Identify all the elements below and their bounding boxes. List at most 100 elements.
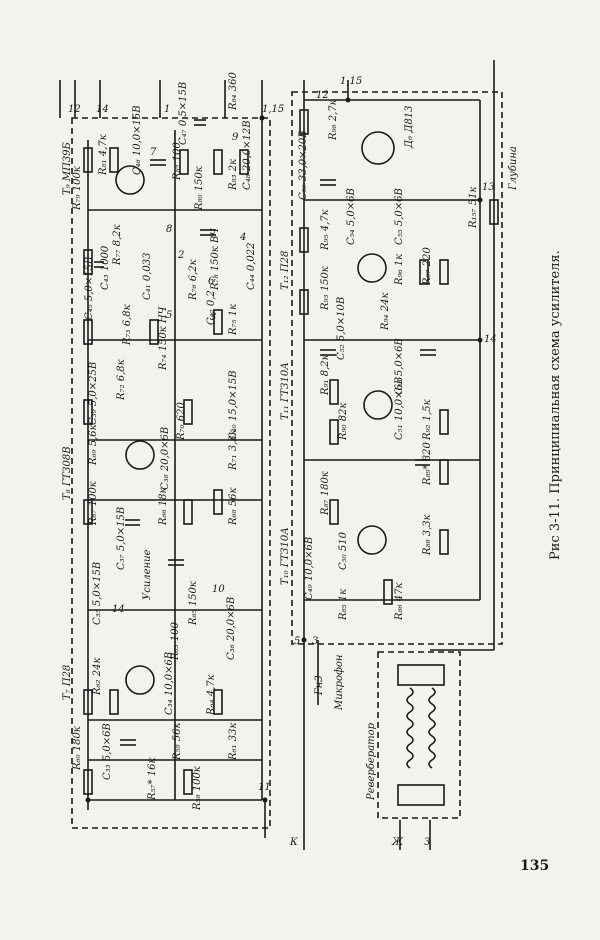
label-d6: Д₆ Д813 — [404, 105, 415, 149]
label-c34: C₃₄ 10,0×6В — [164, 652, 175, 715]
label-r77: R₇₇ 8,2к — [112, 224, 123, 266]
label-n8: 8 — [166, 224, 172, 235]
label-c56: C₅₆ 33,0×20В — [298, 130, 309, 200]
label-n12b: 12 — [316, 90, 329, 101]
label-r93: R₉₃ 150к — [320, 266, 331, 311]
module-a-outline — [71, 117, 271, 829]
label-c41: C₄₁ 0,033 — [142, 253, 153, 300]
label-c43: C₄₃ 1000 — [100, 245, 111, 290]
label-t7: T₇ П28 — [62, 665, 73, 700]
label-r81: R₈₁ 4,7к — [98, 134, 109, 176]
label-r59: R₅₉ 56к — [172, 723, 183, 761]
label-r65: R₆₅ 150к — [188, 581, 199, 626]
label-n4: 4 — [239, 232, 246, 243]
label-c40: C₄₀ 15,0×15В — [228, 370, 239, 440]
label-c49: C₄₉ 10,0×6В — [304, 537, 315, 600]
label-r57: R₅₇* 16к — [147, 758, 158, 801]
label-n11: 11 — [258, 782, 271, 793]
label-r76: R₇₆ 6,2к — [188, 259, 199, 301]
label-r88: R₈₈ 3,3к — [422, 514, 433, 556]
label-n9: 9 — [232, 132, 239, 143]
label-t8: T₈ ГТ308В — [62, 446, 73, 500]
label-r82: R₈₂ 100 — [172, 142, 183, 181]
label-c37: C₃₇ 5,0×15В — [116, 507, 127, 570]
label-c47: C₄₇ 0,5×15В — [178, 82, 189, 145]
label-n5b: 5 — [294, 636, 300, 647]
label-t11: T₁₁ ГТ310А — [280, 362, 291, 420]
label-t10: T₁₀ ГТ310А — [280, 527, 291, 585]
transistor-t11 — [363, 390, 393, 420]
label-c54: C₅₄ 5,0×6В — [346, 188, 357, 245]
label-n14c: 14 — [112, 604, 125, 615]
label-r97: R₉₇ 220 — [422, 247, 433, 286]
label-r58: R₅₈ 100к — [192, 766, 203, 811]
transistor-t9 — [115, 165, 145, 195]
label-r63: R₆₃ 100 — [170, 622, 181, 661]
label-r94: R₉₄ 24к — [380, 293, 391, 331]
label-n3b: 3 — [312, 636, 318, 647]
label-c45: C₄₅ 5,0×15В — [84, 257, 95, 320]
transistor-t10 — [357, 525, 387, 555]
label-reverberator: Ревербератор — [366, 722, 377, 801]
label-nk: К — [289, 837, 298, 848]
label-n14: 14 — [96, 104, 109, 115]
label-n5: 5 — [166, 310, 172, 321]
label-microphone: Микрофон — [334, 654, 345, 711]
label-r70: R₇₀ 620 — [176, 402, 187, 441]
label-r66: R₆₆ 18к — [158, 488, 169, 526]
label-usilenie: Усиление — [142, 549, 153, 600]
label-n12: 12 — [68, 104, 81, 115]
page-number: 135 — [520, 858, 550, 874]
label-r80: R₈₀ 150к — [194, 166, 205, 211]
label-r72: R₇₂ 6,8к — [116, 359, 127, 401]
label-r85: R₈₅ 1к — [338, 589, 349, 621]
label-c52: C₅₂ 5,0×10В — [336, 297, 347, 360]
label-n7: 7 — [150, 147, 157, 158]
label-r73: R₇₃ 6,8к — [122, 304, 133, 346]
label-r62: R₆₂ 24к — [92, 658, 103, 696]
label-microphone-jack: Гн3 — [314, 675, 325, 696]
label-n10: 10 — [212, 584, 225, 595]
label-r83: R₈₃ 2к — [228, 159, 239, 191]
label-r67: R₆₇ 100к — [88, 481, 99, 526]
label-r157: R₁₅₇ 51к — [468, 187, 479, 229]
label-r61: R₆₁ 33к — [228, 723, 239, 761]
label-r74: R₇₄ 150к НЧ — [158, 306, 169, 371]
label-c55: C₅₅ 5,0×6В — [394, 188, 405, 245]
label-r91: R₉₁ 8,2к — [320, 354, 331, 396]
label-c42: C₄₂ 0,2 — [206, 290, 217, 325]
label-n13: 13 — [482, 182, 495, 193]
label-c50: C₅₀ 510 — [338, 531, 349, 570]
label-r71: R₇₁ 3,3к — [228, 429, 239, 471]
label-r86: R₈₆ 47к — [394, 583, 405, 621]
label-c48: C₄₈ 20,0×12В — [242, 120, 253, 190]
label-c38: C₃₈ 20,0×6В — [160, 427, 171, 490]
reverberator-outline — [377, 651, 461, 819]
label-r68: R₆₈ 56к — [228, 488, 239, 526]
label-r60: R₆₀ 180к — [72, 726, 83, 771]
label-r90: R₉₀ 82к — [338, 403, 349, 441]
figure-caption: Рис 3-11. Принципиальная схема усилителя… — [548, 250, 563, 560]
label-c53: C₅₃ 5,0×6В — [394, 338, 405, 395]
label-r89: R₈₉* 820 — [422, 442, 433, 486]
label-c39: C₃₉ 5,0×25В — [88, 362, 99, 425]
label-c36: C₃₆ 20,0×6В — [226, 597, 237, 660]
label-c46: C₄₆ 10,0×15В — [132, 105, 143, 175]
label-n15b: 1,15 — [340, 76, 362, 87]
label-r92: R₉₂ 1,5к — [422, 399, 433, 441]
label-r87: R₈₇ 180к — [320, 471, 331, 516]
label-t9: T₉ МП39Б — [62, 141, 73, 195]
label-r84: R₈₄ 360 — [228, 72, 239, 111]
label-r98: R₉₈ 2,7к — [328, 99, 339, 141]
label-nz: З — [424, 837, 430, 848]
label-r78: R₇₈ 150к ВЧ — [210, 228, 221, 291]
transistor-t8 — [125, 440, 155, 470]
label-c51: C₅₁ 10,0×6В — [394, 377, 405, 440]
label-r95: R₉₅ 4,7к — [320, 209, 331, 251]
label-r64: R₆₄ 4,7к — [206, 674, 217, 716]
label-nzh: Ж — [391, 837, 404, 848]
label-r69: R₆₉ 5,6к — [88, 424, 99, 466]
label-n1: 1 — [164, 104, 170, 115]
zener-d6 — [361, 131, 395, 165]
